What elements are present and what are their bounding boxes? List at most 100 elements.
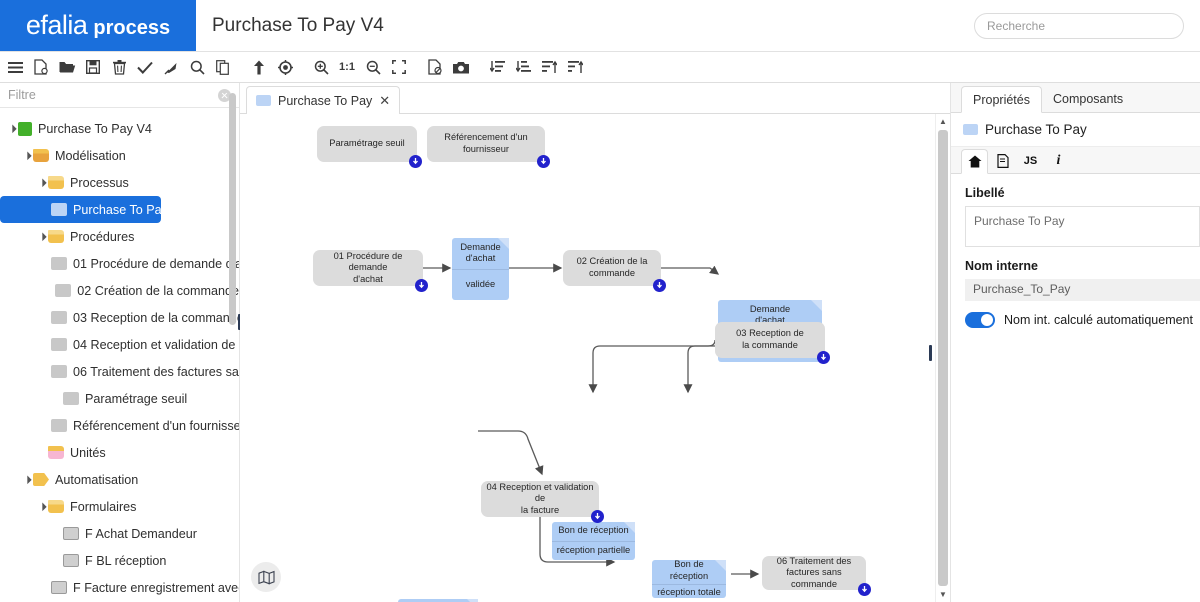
align-descending-icon[interactable] [484,54,510,80]
procedure-icon [63,392,79,405]
zoom-out-icon[interactable] [360,54,386,80]
upload-arrow-icon[interactable] [246,54,272,80]
drill-down-icon[interactable] [415,279,428,292]
align-top-2-icon[interactable] [562,54,588,80]
sidebar-item-f-bl-r-ception[interactable]: F BL réception [0,547,239,574]
form-icon [63,554,79,567]
align-ascending-icon[interactable] [510,54,536,80]
info-icon[interactable]: i [1045,148,1072,173]
sidebar-item-purchase-to-pay[interactable]: Purchase To Pay [0,196,168,223]
sidebar-item-formulaires[interactable]: ◢Formulaires [0,493,239,520]
sidebar-item-automatisation[interactable]: ◢Automatisation [0,466,239,493]
drill-down-icon[interactable] [653,279,666,292]
close-icon[interactable]: ✕ [379,92,391,108]
search-input[interactable]: Recherche [974,12,1184,39]
screenshot-camera-icon[interactable] [448,54,474,80]
new-document-icon[interactable] [28,54,54,80]
sidebar-item-label: F Facture enregistrement avec ra [73,580,239,595]
save-icon[interactable] [80,54,106,80]
left-sidebar: Filtre ◢Purchase To Pay V4◢Modélisation◢… [0,83,243,602]
clear-filter-icon[interactable] [218,88,231,102]
tree-expand-arrow-icon[interactable] [38,448,46,456]
sidebar-item-label: Formulaires [70,499,137,514]
scrollbar-thumb[interactable] [938,130,948,586]
sidebar-item-label: 02 Création de la commande [77,283,239,298]
sidebar-item-param-trage-seuil[interactable]: Paramétrage seuil [0,385,239,412]
tree-expand-arrow-icon[interactable] [53,556,61,564]
drill-down-icon[interactable] [817,351,830,364]
document-icon[interactable] [989,148,1016,173]
node-label: Paramétrage seuil [329,138,405,149]
tree-scrollbar[interactable] [229,93,236,325]
drill-down-icon[interactable] [409,155,422,168]
diagram-node-param[interactable]: Paramétrage seuil [317,126,422,168]
procedure-icon [51,338,67,351]
tree-expand-arrow-icon[interactable] [53,394,61,402]
tree-expand-arrow-icon[interactable] [52,289,55,292]
sidebar-item-r-f-rencement-d-un-fournisseur[interactable]: Référencement d'un fournisseur [0,412,239,439]
sidebar-item-processus[interactable]: ◢Processus [0,169,239,196]
home-icon[interactable] [961,149,988,174]
scroll-down-arrow-icon[interactable]: ▼ [939,590,947,599]
canvas-vertical-scrollbar[interactable]: ▲ ▼ [935,114,950,602]
right-splitter-handle[interactable] [926,342,934,364]
sidebar-item-mod-lisation[interactable]: ◢Modélisation [0,142,239,169]
search-icon[interactable] [184,54,210,80]
tab-purchase-to-pay[interactable]: Purchase To Pay ✕ [246,86,401,114]
tree-expand-arrow-icon[interactable]: ◢ [21,474,33,485]
fit-screen-icon[interactable] [386,54,412,80]
auto-name-toggle[interactable] [965,312,995,328]
folded-corner-icon [467,599,478,602]
map-icon[interactable] [251,562,281,592]
open-folder-icon[interactable] [54,54,80,80]
sidebar-item-f-achat-demandeur[interactable]: F Achat Demandeur [0,520,239,547]
process-swatch-icon [963,124,978,135]
zoom-in-icon[interactable] [308,54,334,80]
filter-input[interactable]: Filtre [0,83,239,108]
selected-object-label: Purchase To Pay [985,122,1087,137]
sidebar-item-06-traitement-des-factures-sans[interactable]: 06 Traitement des factures sans [0,358,239,385]
copy-icon[interactable] [210,54,236,80]
sidebar-item-purchase-to-pay-v4[interactable]: ◢Purchase To Pay V4 [0,115,239,142]
tab-label: Propriétés [973,92,1030,107]
javascript-icon[interactable]: JS [1017,148,1044,173]
left-splitter-handle[interactable] [236,311,243,333]
drill-down-icon[interactable] [537,155,550,168]
align-top-icon[interactable] [536,54,562,80]
publish-icon[interactable] [158,54,184,80]
validate-check-icon[interactable] [132,54,158,80]
menu-icon[interactable] [2,54,28,80]
libelle-field[interactable]: Purchase To Pay [965,206,1200,247]
zoom-reset-1-1-button[interactable]: 1:1 [339,61,355,73]
drill-down-icon[interactable] [591,510,604,523]
sidebar-item-02-cr-ation-de-la-commande[interactable]: 02 Création de la commande [0,277,239,304]
tab-proprits[interactable]: Propriétés [961,86,1042,113]
sidebar-item-01-proc-dure-de-demande-d-ach[interactable]: 01 Procédure de demande d'ach. [0,250,239,277]
delete-icon[interactable] [106,54,132,80]
scroll-up-arrow-icon[interactable]: ▲ [939,117,947,126]
tree-expand-arrow-icon[interactable] [53,529,61,537]
tab-composants[interactable]: Composants [1042,85,1134,112]
sidebar-item-unit-s[interactable]: Unités [0,439,239,466]
target-icon[interactable] [272,54,298,80]
sidebar-item-03-reception-de-la-commande[interactable]: 03 Reception de la commande [0,304,239,331]
export-pdf-icon[interactable] [422,54,448,80]
sidebar-item-proc-dures[interactable]: ◢Procédures [0,223,239,250]
sidebar-item-f-facture-enregistrement-avec-ra[interactable]: F Facture enregistrement avec ra [0,574,239,601]
drill-down-icon[interactable] [858,583,871,596]
procedure-icon [51,419,67,432]
diagram-node-fact_new[interactable]: FactureNouveau [398,599,478,602]
sidebar-item-04-reception-et-validation-de-la-f[interactable]: 04 Reception et validation de la f [0,331,239,358]
